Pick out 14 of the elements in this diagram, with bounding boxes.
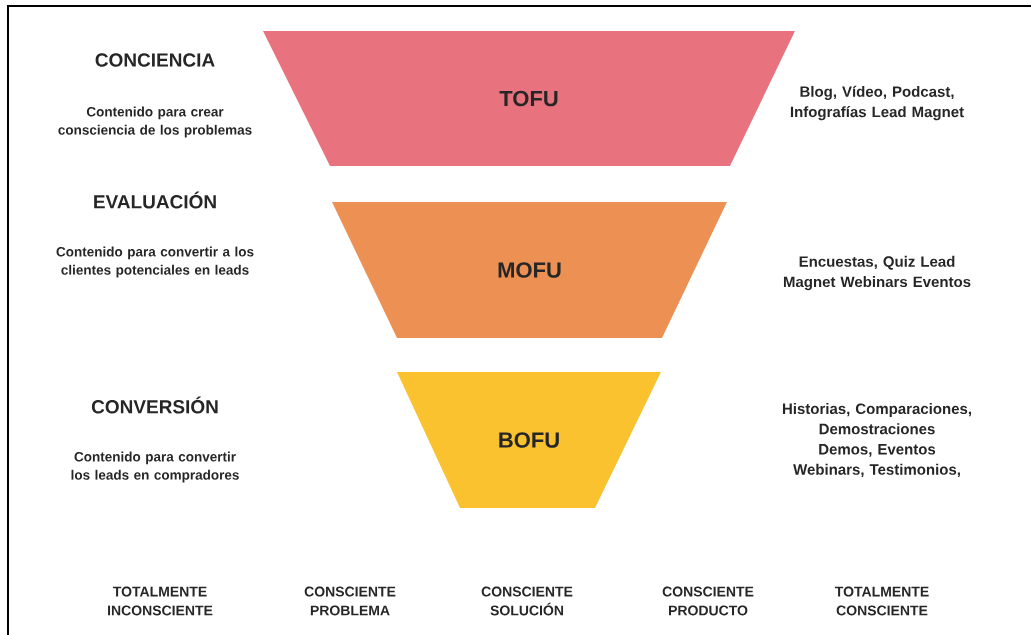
awareness-level: CONSCIENTE SOLUCIÓN	[481, 586, 573, 616]
stage-heading: CONVERSIÓN	[91, 396, 218, 414]
stage-heading: CONCIENCIA	[95, 53, 215, 67]
stage-heading: EVALUACIÓN	[94, 191, 216, 209]
content-list: Historias, Comparaciones, Demostraciones Demos, Eventos Webinars, Testimonios,	[783, 403, 972, 477]
content-list: Encuestas, Quiz Lead Magnet Webinars Eventos	[783, 255, 971, 291]
awareness-level: CONSCIENTE PRODUCTO	[662, 586, 754, 616]
awareness-level: TOTALMENTE CONSCIENTE	[835, 586, 929, 616]
awareness-level: CONSCIENTE PROBLEMA	[304, 586, 396, 616]
awareness-level: TOTALMENTE INCONSCIENTE	[108, 586, 213, 616]
stage-description: Contenido para convertir a los clientes potenciales en leads	[56, 246, 254, 278]
funnel-stage: MOFU	[332, 202, 727, 338]
funnel-stage: BOFU	[397, 372, 661, 508]
stage-description: Contenido para convertir los leads en compradores	[71, 451, 239, 483]
